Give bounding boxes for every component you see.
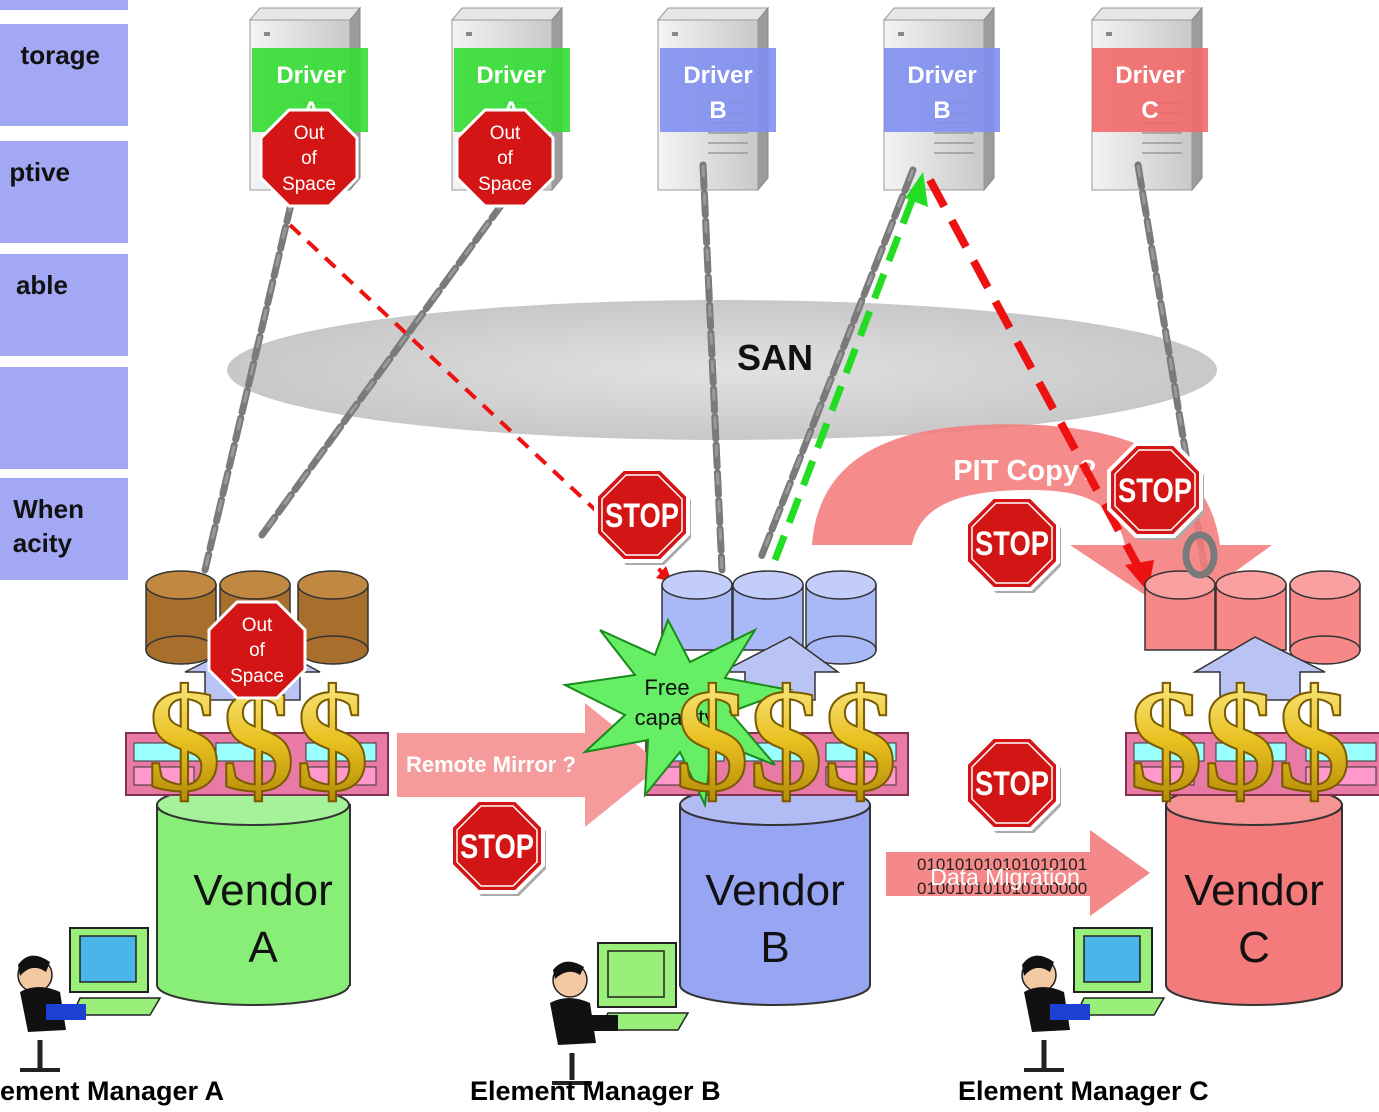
server-3-label-line1: Driver: [683, 62, 752, 89]
vendor-a-label-line2: A: [248, 923, 278, 972]
stop-sign-1-text: STOP: [605, 497, 679, 535]
operator-a: [17, 927, 162, 1072]
disk-sign-line3: Space: [230, 666, 284, 687]
up-arrow-c: [1192, 636, 1326, 701]
red-dashed-line-a-to-b: [288, 223, 667, 577]
disk-sign-line2: of: [249, 640, 266, 661]
sidebar-item-5[interactable]: [0, 367, 128, 469]
disks-vendor-b: [661, 570, 877, 665]
vendor-c-label-line1: Vendor: [1184, 866, 1323, 915]
stop-sign-5-text: STOP: [460, 828, 534, 866]
element-manager-a-label: ement Manager A: [0, 1076, 225, 1106]
sidebar-item-4-label: able: [15, 270, 68, 300]
server-1-sign-line1: Out: [294, 123, 325, 144]
data-migration-label: Data Migration: [930, 864, 1080, 890]
server-3[interactable]: [657, 7, 776, 191]
green-dashed-arrowhead: [905, 172, 928, 207]
vendor-c-label-line2: C: [1238, 923, 1270, 972]
free-capacity-line1: Free: [644, 675, 689, 700]
server-label-bg: [1092, 48, 1208, 132]
free-capacity-burst: [561, 617, 794, 809]
server-2-sign-line1: Out: [490, 123, 521, 144]
element-manager-b-label: Element Manager B: [470, 1076, 721, 1106]
disk-sign-line1: Out: [242, 615, 273, 636]
sidebar-item-6-label-line2: acity: [12, 528, 72, 558]
vendor-a-label-line1: Vendor: [193, 866, 332, 915]
sidebar-item-2-label: torage: [20, 40, 100, 70]
server-5-label-line1: Driver: [1115, 62, 1184, 89]
server-4-label-line1: Driver: [907, 62, 976, 89]
server-4-label-line2: B: [933, 97, 950, 124]
free-capacity-line2: capacity: [635, 705, 716, 730]
server-2-label-line1: Driver: [476, 62, 545, 89]
element-manager-c-label: Element Manager C: [958, 1076, 1209, 1106]
server-1-sign-line3: Space: [282, 174, 336, 195]
server-3-label-line2: B: [709, 97, 726, 124]
vendor-b-label-line1: Vendor: [705, 866, 844, 915]
red-dashed-line-b-to-c: [926, 178, 1144, 572]
chain-4: [756, 166, 917, 564]
stop-sign-2-text: STOP: [1118, 472, 1192, 510]
chain-link-c: [1182, 531, 1218, 579]
data-migration-arrow: [886, 830, 1150, 916]
server-2-sign-line3: Space: [478, 174, 532, 195]
dollar-signs-c: $$$: [1129, 659, 1351, 823]
server-2-sign-line2: of: [497, 148, 514, 169]
server-label-bg: [660, 48, 776, 132]
sidebar-item-4[interactable]: able: [0, 254, 128, 356]
vendor-b-cylinder: [679, 784, 871, 1006]
sidebar-item-3-label: ptive: [9, 157, 70, 187]
server-5[interactable]: [1091, 7, 1208, 191]
sidebar-item-1[interactable]: [0, 0, 128, 10]
binary-text-line1: 010101010101010101: [917, 855, 1087, 874]
remote-mirror-label: Remote Mirror ?: [406, 752, 576, 777]
binary-text-line2: 010010101010100000: [917, 879, 1087, 898]
server-1-label-line1: Driver: [276, 62, 345, 89]
pit-copy-label: PIT Copy?: [953, 455, 1096, 487]
vendor-a-cylinder: [156, 784, 351, 1006]
sidebar-item-3[interactable]: ptive: [0, 141, 128, 243]
server-4[interactable]: [883, 7, 1000, 191]
server-5-label-line2: C: [1141, 97, 1158, 124]
sidebar-item-6[interactable]: When acity: [0, 478, 128, 580]
green-dashed-line: [771, 198, 916, 562]
server-1-sign-line2: of: [301, 148, 318, 169]
operator-b: [550, 942, 690, 1085]
sidebar-item-6-label-line1: When: [13, 494, 84, 524]
dollar-signs-b: $$$: [675, 659, 897, 823]
sidebar-item-2[interactable]: torage: [0, 24, 128, 126]
san-label: SAN: [737, 337, 813, 378]
vendor-b-label-line2: B: [760, 923, 789, 972]
stop-sign-4-text: STOP: [975, 765, 1049, 803]
stop-sign-3-text: STOP: [975, 525, 1049, 563]
san-cloud: [227, 300, 1217, 440]
server-label-bg: [884, 48, 1000, 132]
operator-c: [1021, 927, 1166, 1072]
remote-mirror-arrow: [397, 703, 662, 827]
